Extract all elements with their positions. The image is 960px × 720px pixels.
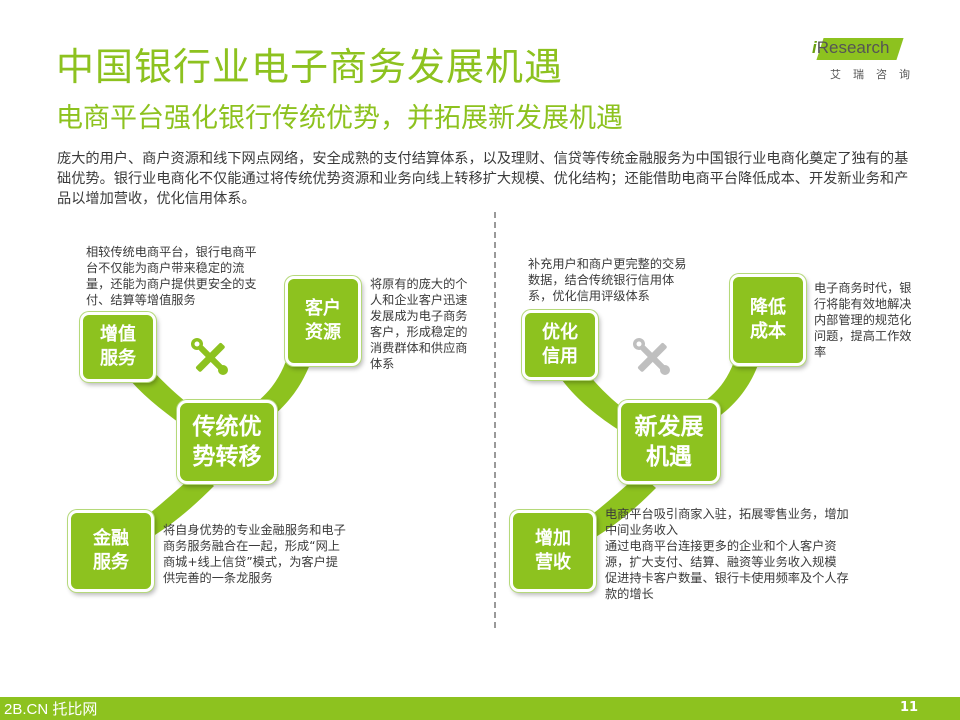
node-optimize-credit: 优化 信用 bbox=[522, 310, 598, 380]
node-reduce-cost: 降低 成本 bbox=[730, 274, 806, 366]
page-number: 11 bbox=[900, 700, 919, 715]
node-increase-revenue: 增加 营收 bbox=[510, 510, 596, 592]
center-new-development-opportunities: 新发展 机遇 bbox=[618, 400, 720, 484]
footer-bar bbox=[0, 697, 960, 720]
logo-word: Research bbox=[816, 38, 890, 57]
logo-chinese: 艾瑞咨询 bbox=[830, 68, 922, 81]
node-financial-services: 金融 服务 bbox=[68, 510, 154, 592]
iresearch-logo: iResearch 艾瑞咨询 bbox=[808, 34, 910, 86]
right-note-top-right: 电子商务时代，银 行将能有效地解决 内部管理的规范化 问题，提高工作效 率 bbox=[814, 281, 912, 359]
left-note-top-right: 将原有的庞大的个 人和企业客户迅速 发展成为电子商务 客户，形成稳定的 消费群体… bbox=[370, 277, 468, 371]
logo-letter-i: i bbox=[812, 38, 817, 57]
logo-wordmark: iResearch bbox=[812, 38, 890, 58]
left-note-top-left: 相较传统电商平台，银行电商平 台不仅能为商户带来稳定的流 量，还能为商户提供更安… bbox=[86, 245, 257, 307]
wrench-screwdriver-icon bbox=[191, 338, 228, 375]
right-note-bottom: 电商平台吸引商家入驻，拓展零售业务，增加 中间业务收入 通过电商平台连接更多的企… bbox=[605, 507, 849, 601]
left-note-bottom: 将自身优势的专业金融服务和电子 商务服务融合在一起，形成“网上 商城+线上信贷”… bbox=[163, 523, 346, 585]
intro-paragraph: 庞大的用户、商户资源和线下网点网络，安全成熟的支付结算体系，以及理财、信贷等传统… bbox=[57, 151, 909, 207]
right-note-top-left: 补充用户和商户更完整的交易 数据，结合传统银行信用体 系，优化信用评级体系 bbox=[528, 257, 687, 303]
footer-watermark: 2B.CN 托比网 bbox=[4, 701, 98, 718]
node-customer-resources: 客户 资源 bbox=[285, 276, 361, 366]
node-value-added-services: 增值 服务 bbox=[80, 312, 156, 382]
center-traditional-advantage-transfer: 传统优 势转移 bbox=[177, 400, 277, 484]
page-subtitle: 电商平台强化银行传统优势，并拓展新发展机遇 bbox=[56, 103, 623, 134]
center-divider bbox=[494, 212, 496, 628]
page-title: 中国银行业电子商务发展机遇 bbox=[56, 45, 564, 89]
wrench-screwdriver-icon bbox=[633, 338, 670, 375]
